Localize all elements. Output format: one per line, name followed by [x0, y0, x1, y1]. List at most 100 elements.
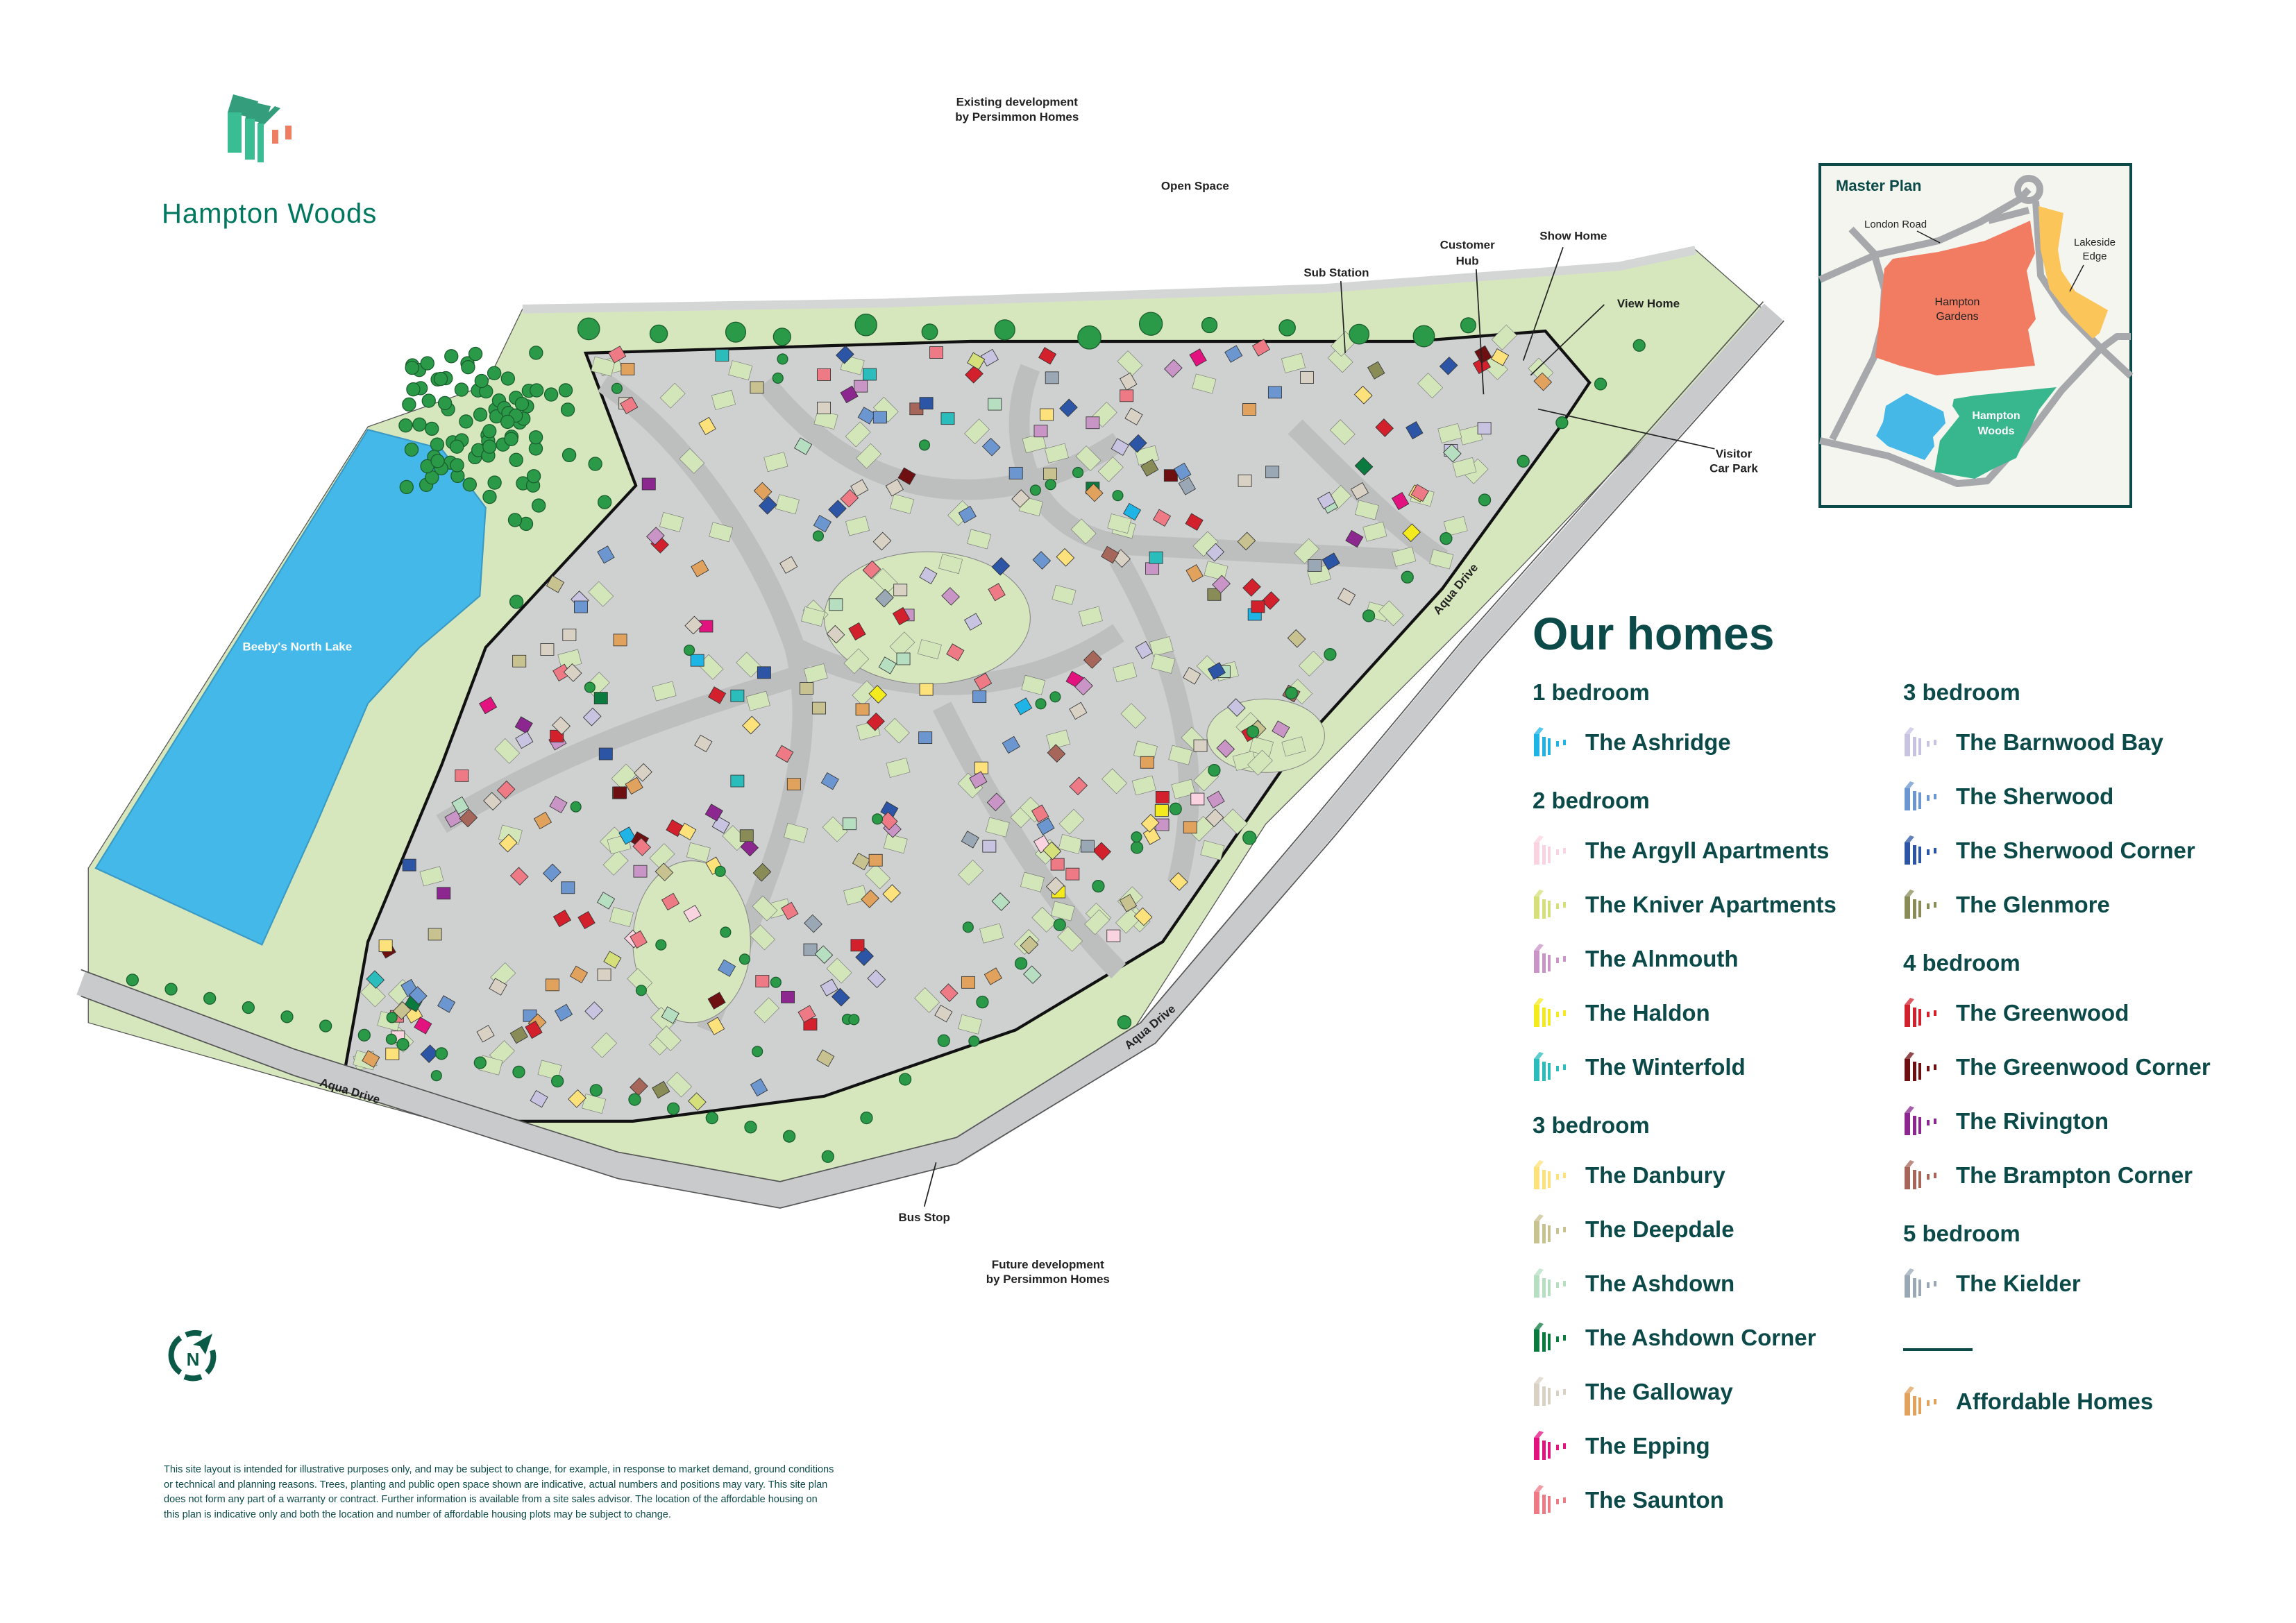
plot[interactable]	[1083, 650, 1102, 669]
plot[interactable]	[1140, 814, 1160, 833]
plot[interactable]	[451, 796, 469, 815]
plot[interactable]	[826, 624, 845, 644]
plot[interactable]	[1300, 371, 1314, 384]
plot[interactable]	[562, 629, 577, 641]
plot[interactable]	[704, 804, 723, 822]
plot[interactable]	[597, 545, 615, 564]
plot[interactable]	[752, 863, 772, 882]
plot[interactable]	[974, 672, 993, 690]
plot[interactable]	[813, 514, 832, 533]
plot[interactable]	[1261, 591, 1281, 610]
plot[interactable]	[1119, 894, 1138, 912]
plot[interactable]	[568, 1089, 586, 1108]
plot[interactable]	[530, 1089, 548, 1108]
plot[interactable]	[1065, 867, 1080, 881]
plot[interactable]	[1242, 578, 1261, 597]
plot[interactable]	[872, 532, 892, 551]
plot[interactable]	[831, 987, 850, 1007]
plot[interactable]	[929, 346, 943, 359]
plot[interactable]	[919, 397, 934, 410]
plot[interactable]	[1145, 562, 1160, 575]
plot[interactable]	[420, 1044, 439, 1064]
plot[interactable]	[969, 771, 988, 789]
plot[interactable]	[730, 774, 745, 788]
plot[interactable]	[1265, 466, 1280, 479]
plot[interactable]	[1212, 575, 1231, 594]
plot[interactable]	[896, 652, 911, 665]
plot[interactable]	[1101, 545, 1120, 564]
plot[interactable]	[797, 1005, 816, 1023]
plot[interactable]	[597, 968, 611, 981]
plot[interactable]	[483, 792, 502, 811]
plot[interactable]	[1074, 677, 1093, 696]
plot[interactable]	[1008, 466, 1023, 479]
plot[interactable]	[786, 778, 801, 791]
plot[interactable]	[855, 947, 874, 967]
plot[interactable]	[1207, 662, 1226, 680]
plot[interactable]	[984, 967, 1003, 985]
plot[interactable]	[707, 992, 726, 1010]
plot[interactable]	[988, 583, 1006, 602]
plot[interactable]	[1375, 418, 1394, 437]
plot[interactable]	[972, 690, 987, 704]
plot[interactable]	[1205, 808, 1224, 828]
plot[interactable]	[817, 401, 831, 414]
plot[interactable]	[1353, 385, 1373, 405]
plot[interactable]	[414, 1017, 432, 1035]
plot[interactable]	[603, 951, 622, 969]
plot[interactable]	[848, 622, 866, 641]
plot[interactable]	[598, 747, 613, 760]
plot[interactable]	[757, 666, 771, 679]
plot[interactable]	[872, 411, 887, 424]
plot[interactable]	[1069, 702, 1088, 720]
plot[interactable]	[1149, 551, 1163, 564]
plot[interactable]	[1207, 588, 1222, 601]
plot[interactable]	[409, 986, 428, 1005]
plot[interactable]	[632, 838, 652, 856]
plot[interactable]	[750, 381, 764, 394]
plot[interactable]	[1224, 345, 1243, 363]
plot[interactable]	[1345, 529, 1364, 548]
plot[interactable]	[1031, 804, 1049, 823]
plot[interactable]	[1032, 551, 1052, 570]
plot[interactable]	[1350, 482, 1369, 500]
plot[interactable]	[730, 689, 745, 702]
plot[interactable]	[1410, 484, 1429, 502]
plot[interactable]	[1002, 736, 1020, 754]
plot[interactable]	[1122, 502, 1142, 521]
plot[interactable]	[691, 559, 709, 577]
plot[interactable]	[563, 663, 582, 682]
plot[interactable]	[961, 831, 979, 849]
plot[interactable]	[1084, 483, 1104, 502]
plot[interactable]	[641, 477, 656, 491]
plot[interactable]	[1287, 629, 1306, 648]
plot[interactable]	[852, 852, 871, 871]
plot[interactable]	[861, 890, 879, 908]
plot[interactable]	[1069, 776, 1088, 796]
plot[interactable]	[1242, 403, 1256, 416]
plot[interactable]	[939, 983, 959, 1002]
plot[interactable]	[633, 865, 648, 878]
plot[interactable]	[1033, 425, 1048, 438]
plot[interactable]	[1043, 468, 1057, 480]
plot[interactable]	[1206, 543, 1225, 562]
plot[interactable]	[893, 584, 908, 597]
plot[interactable]	[652, 1080, 670, 1099]
plot[interactable]	[803, 943, 818, 956]
plot[interactable]	[509, 1026, 528, 1044]
plot[interactable]	[1402, 523, 1421, 543]
plot[interactable]	[613, 634, 627, 647]
plot[interactable]	[1124, 407, 1143, 425]
plot[interactable]	[941, 587, 960, 606]
plot[interactable]	[455, 769, 469, 782]
plot[interactable]	[879, 811, 898, 831]
plot[interactable]	[1189, 348, 1207, 367]
plot[interactable]	[840, 385, 859, 404]
plot[interactable]	[967, 352, 986, 371]
plot[interactable]	[542, 863, 562, 883]
plot[interactable]	[742, 715, 761, 735]
plot[interactable]	[866, 712, 885, 731]
plot[interactable]	[840, 488, 859, 508]
plot[interactable]	[707, 686, 727, 704]
plot[interactable]	[1178, 477, 1197, 495]
